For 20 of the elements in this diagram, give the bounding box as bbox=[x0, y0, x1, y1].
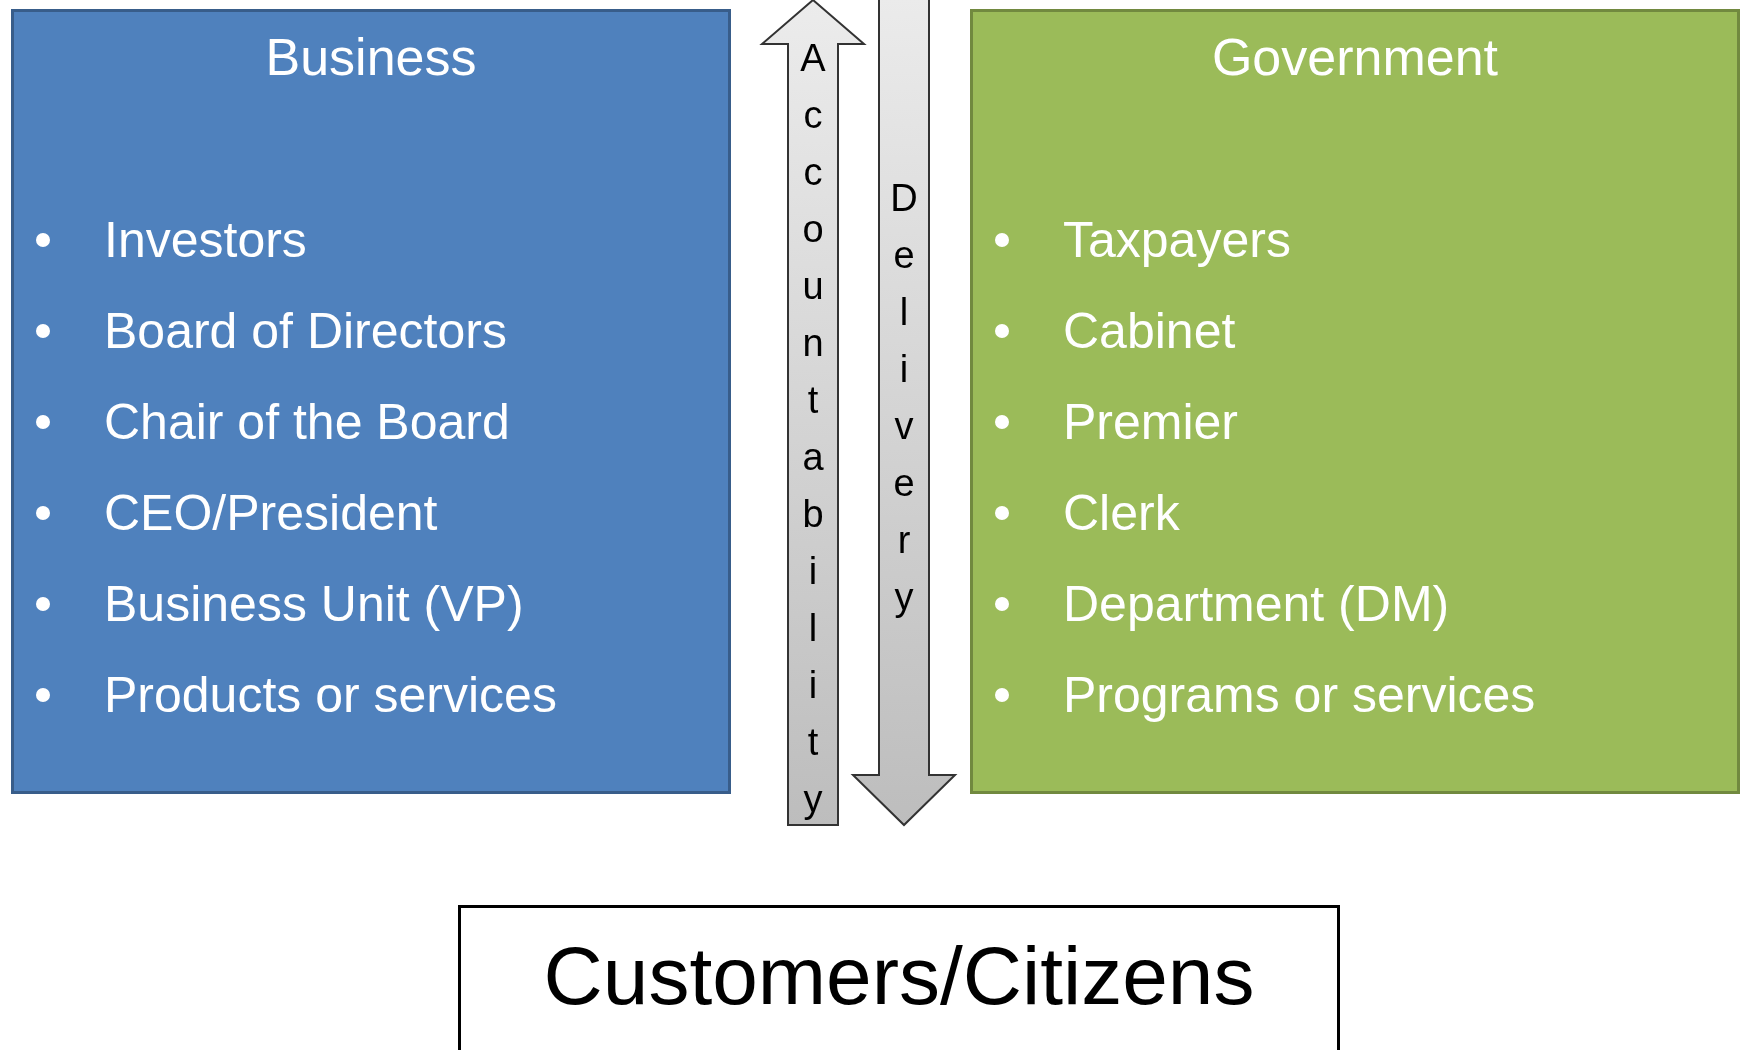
list-item: Department (DM) bbox=[1063, 575, 1450, 634]
list-item: Investors bbox=[104, 211, 307, 270]
node-label: Customers/Citizens bbox=[542, 929, 1256, 1023]
arrow-label: Delivery bbox=[889, 176, 919, 620]
list-item: Board of Directors bbox=[104, 302, 507, 361]
panel-box bbox=[11, 9, 731, 794]
list-item: Cabinet bbox=[1063, 302, 1236, 361]
list-item: Chair of the Board bbox=[104, 393, 510, 452]
list-item: Taxpayers bbox=[1063, 211, 1291, 270]
arrow-label: Accountability bbox=[799, 36, 827, 822]
panel-box bbox=[970, 9, 1740, 794]
panel-heading: Business bbox=[264, 27, 478, 88]
list-item: Business Unit (VP) bbox=[104, 575, 524, 634]
panel-heading: Government bbox=[1210, 27, 1500, 88]
list-item: Premier bbox=[1063, 393, 1239, 452]
list-item: Programs or services bbox=[1063, 666, 1536, 725]
list-item: Clerk bbox=[1063, 484, 1180, 543]
text-box bbox=[458, 905, 1340, 1050]
list-item: Products or services bbox=[104, 666, 557, 725]
list-item: CEO/President bbox=[104, 484, 438, 543]
